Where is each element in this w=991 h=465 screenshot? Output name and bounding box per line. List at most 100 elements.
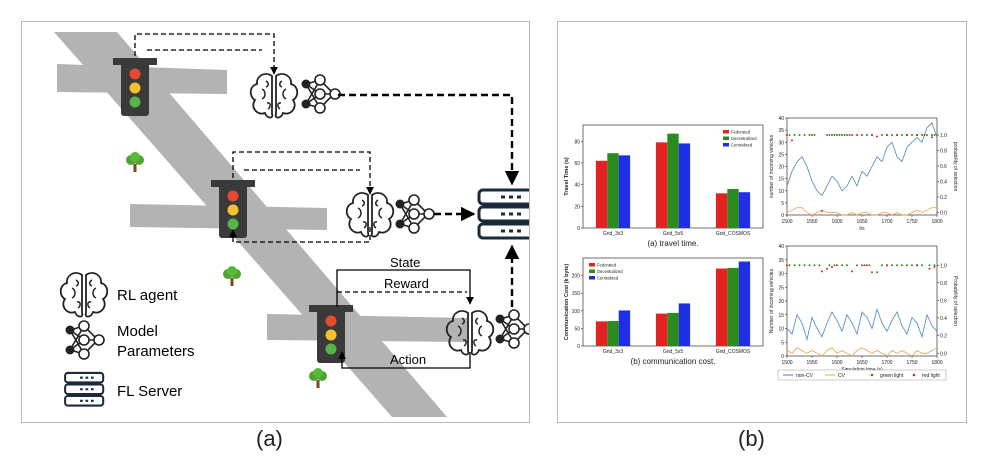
legend-label: Federated bbox=[731, 130, 751, 135]
red-light-marker bbox=[866, 264, 868, 267]
red-light-marker bbox=[886, 264, 888, 267]
y-tick-label: 5 bbox=[781, 201, 784, 207]
bar bbox=[715, 193, 728, 228]
x-tick-label: 1750 bbox=[906, 360, 917, 366]
network-icon bbox=[64, 320, 105, 360]
y-tick-label: 10 bbox=[778, 327, 784, 333]
non-cv-line bbox=[786, 307, 938, 342]
y2-tick-label: 0.2 bbox=[940, 334, 947, 340]
green-light-marker bbox=[798, 133, 801, 136]
legend-swatch bbox=[723, 130, 729, 134]
legend-label: Centralized bbox=[731, 143, 753, 148]
network-icon bbox=[300, 74, 341, 114]
green-light-marker bbox=[928, 264, 931, 267]
green-light-marker bbox=[808, 264, 811, 267]
network-icon bbox=[394, 194, 435, 234]
red-light-marker bbox=[821, 210, 823, 213]
bar bbox=[595, 160, 608, 228]
red-light-marker bbox=[871, 133, 873, 136]
green-light-marker bbox=[931, 133, 933, 136]
bar bbox=[738, 192, 751, 228]
x-tick-label: 1700 bbox=[881, 219, 892, 225]
y2-tick-label: 0.4 bbox=[940, 180, 947, 186]
y-tick-label: 35 bbox=[778, 258, 784, 264]
server-icon bbox=[64, 371, 105, 407]
y-axis-label: Communication Cost (k byte) bbox=[564, 264, 570, 341]
x-tick-label: Grid_5x5 bbox=[663, 349, 684, 355]
green-light-marker bbox=[863, 264, 866, 267]
x-tick-label: 1800 bbox=[931, 360, 942, 366]
green-light-marker bbox=[803, 133, 806, 136]
non-cv-line bbox=[786, 122, 938, 197]
bar bbox=[667, 312, 679, 346]
plot-frame bbox=[786, 245, 938, 357]
state-line bbox=[336, 269, 474, 307]
green-light-marker bbox=[921, 133, 923, 136]
y-tick-label: 0 bbox=[781, 354, 784, 360]
x-tick-label: 1500 bbox=[781, 219, 792, 225]
green-light-marker bbox=[891, 133, 893, 136]
y2-tick-label: 1.0 bbox=[940, 133, 947, 139]
y-tick-label: 40 bbox=[574, 183, 580, 189]
legend-label: Model Parameters bbox=[117, 323, 195, 360]
reward-label: Reward bbox=[384, 276, 429, 291]
red-light-marker bbox=[826, 267, 828, 270]
red-light-marker bbox=[933, 266, 936, 269]
y-tick-label: 20 bbox=[778, 299, 784, 305]
green-light-marker bbox=[896, 264, 898, 267]
bar bbox=[727, 188, 739, 228]
legend-marker bbox=[912, 373, 916, 377]
cross-road-3 bbox=[267, 314, 467, 342]
green-light-marker bbox=[906, 264, 908, 267]
y-tick-label: 15 bbox=[778, 177, 784, 183]
legend-label: Federated bbox=[597, 263, 617, 268]
red-light-marker bbox=[786, 133, 788, 136]
green-light-marker bbox=[833, 264, 836, 267]
y-tick-label: 10 bbox=[778, 189, 784, 195]
bar bbox=[607, 321, 619, 346]
green-light-marker bbox=[876, 271, 878, 274]
green-light-marker bbox=[868, 264, 871, 267]
caption-a: (a) bbox=[256, 426, 283, 451]
red-light-marker bbox=[931, 136, 933, 139]
green-light-marker bbox=[788, 264, 791, 267]
red-light-marker bbox=[861, 264, 863, 267]
red-light-marker bbox=[811, 133, 813, 136]
state-label: State bbox=[390, 255, 420, 270]
x-tick-label: 1600 bbox=[831, 219, 842, 225]
y2-axis-label: probability of selection bbox=[952, 142, 958, 192]
bar bbox=[595, 321, 608, 346]
cv-line bbox=[786, 207, 937, 216]
bar bbox=[738, 261, 751, 346]
x-tick-label: 1600 bbox=[831, 360, 842, 366]
green-light-marker bbox=[843, 133, 846, 136]
green-light-marker bbox=[881, 133, 883, 136]
x-tick-label: Grid_COSMOS bbox=[716, 349, 751, 355]
green-light-marker bbox=[803, 264, 806, 267]
legend-swatch bbox=[723, 143, 729, 147]
green-light-marker bbox=[808, 133, 811, 136]
y-axis-label: Number of incoming vehicles bbox=[769, 268, 775, 333]
x-tick-label: 1550 bbox=[806, 360, 817, 366]
y2-tick-label: 0.0 bbox=[940, 351, 947, 357]
x-tick-label: 1700 bbox=[881, 360, 892, 366]
chart-caption: (b) communication cost. bbox=[631, 357, 716, 366]
red-light-marker bbox=[916, 264, 918, 267]
x-tick-label: 1800 bbox=[931, 219, 942, 225]
y-tick-label: 40 bbox=[778, 116, 784, 122]
green-light-marker bbox=[831, 133, 833, 136]
legend-label: red light bbox=[922, 373, 940, 379]
diagram-panel: State Reward Action RL agent Model Param… bbox=[21, 21, 537, 423]
red-light-marker bbox=[916, 133, 918, 136]
red-light-marker bbox=[856, 133, 858, 136]
y-tick-label: 0 bbox=[781, 213, 784, 219]
x-tick-label: Grid_5x5 bbox=[663, 231, 684, 237]
green-light-marker bbox=[818, 264, 821, 267]
green-light-marker bbox=[926, 133, 928, 136]
y-tick-label: 40 bbox=[778, 244, 784, 250]
server-icon bbox=[477, 188, 537, 240]
bar bbox=[655, 142, 668, 228]
green-light-marker bbox=[848, 133, 851, 136]
y-tick-label: 100 bbox=[572, 309, 581, 315]
